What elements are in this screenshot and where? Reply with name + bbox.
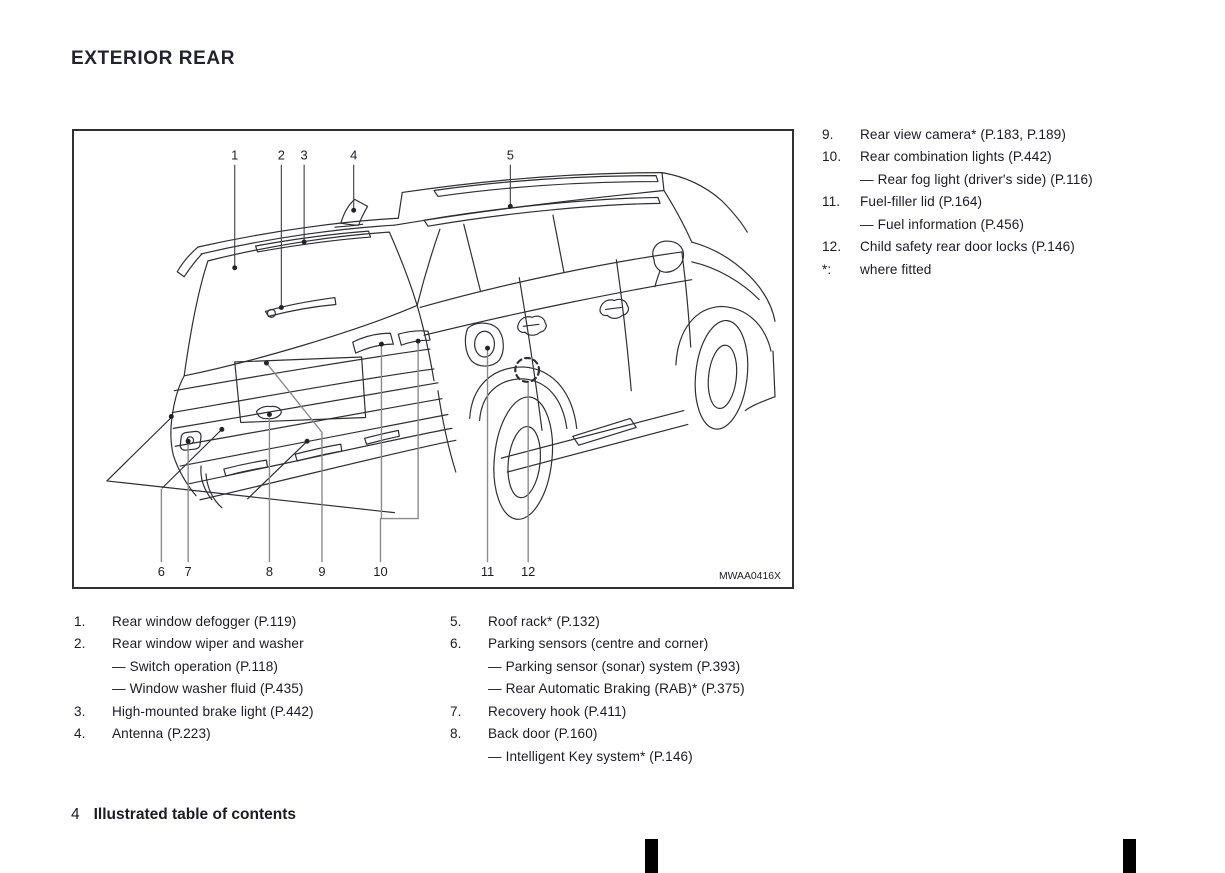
vehicle-illustration: 1 2 3 4 5 6 7 8 9 10 11 12 MWAA0416X [106, 148, 781, 582]
legend-subitem: — Rear fog light (driver's side) (P.116) [860, 171, 1093, 187]
legend-item-number: *: [822, 261, 832, 277]
legend-item-number: 9. [822, 127, 834, 142]
legend-item-number: 7. [450, 703, 462, 719]
legend-column-left: 1. Rear window defogger (P.119) 2. Rear win… [74, 611, 444, 746]
legend-item: 7. Recovery hook (P.411) [450, 701, 820, 723]
callout-number-3: 3 [301, 148, 308, 163]
figure-code: MWAA0416X [719, 571, 781, 582]
legend-item: 4. Antenna (P.223) [74, 723, 444, 745]
legend-item-number: 11. [822, 194, 841, 210]
legend-item-text: Rear combination lights (P.442) [860, 149, 1052, 165]
legend-column-middle: 5. Roof rack* (P.132) 6. Parking sensors (c… [450, 611, 820, 768]
legend-item: *: where fitted [822, 259, 1222, 281]
legend-item: 12. Child safety rear door locks (P.146) [822, 236, 1222, 258]
legend-item: 2. Rear window wiper and washer [74, 633, 444, 655]
legend-item-text: where fitted [860, 261, 932, 277]
legend-subitem: — Window washer fluid (P.435) [112, 681, 304, 697]
legend-item-text: Back door (P.160) [488, 726, 598, 742]
footer-page-number: 4 [71, 806, 80, 823]
legend-item-text: Parking sensors (centre and corner) [488, 636, 709, 652]
callout-number-4: 4 [350, 148, 357, 163]
legend-item: 9. Rear view camera* (P.183, P.189) [822, 124, 1222, 146]
callout-number-1: 1 [231, 148, 238, 163]
legend-item-number: 6. [450, 636, 462, 652]
legend-item-number: 5. [450, 614, 462, 629]
callout-number-5: 5 [507, 148, 514, 163]
legend-item-number: 12. [822, 239, 842, 255]
legend-item: 1. Rear window defogger (P.119) [74, 611, 444, 633]
legend-item-number: 4. [74, 726, 86, 742]
legend-item: 3. High-mounted brake light (P.442) [74, 701, 444, 723]
legend-item-number: 3. [74, 703, 86, 719]
legend-item-text: Rear view camera* (P.183, P.189) [860, 127, 1066, 142]
diagram-box: 1 2 3 4 5 6 7 8 9 10 11 12 MWAA0416X [72, 129, 794, 589]
print-mark-left [645, 839, 658, 873]
legend-item-text: Child safety rear door locks (P.146) [860, 239, 1075, 255]
legend-item-text: Recovery hook (P.411) [488, 703, 627, 719]
legend-item: 8. Back door (P.160) [450, 723, 820, 745]
callout-number-9: 9 [318, 564, 325, 579]
print-mark-right [1123, 839, 1136, 873]
legend-item-text: Roof rack* (P.132) [488, 614, 600, 629]
legend-subitem: — Rear Automatic Braking (RAB)* (P.375) [488, 681, 745, 697]
page-title: EXTERIOR REAR [71, 48, 236, 69]
legend-item: 6. Parking sensors (centre and corner) [450, 633, 820, 655]
legend-item: 5. Roof rack* (P.132) [450, 611, 820, 633]
footer-section-title: Illustrated table of contents [93, 806, 297, 823]
callout-number-7: 7 [185, 564, 192, 579]
legend-item-number: 8. [450, 726, 462, 742]
callout-number-6: 6 [158, 564, 165, 579]
legend-subitem: — Fuel information (P.456) [860, 216, 1025, 232]
callout-number-2: 2 [278, 148, 285, 163]
legend-item-text: Rear window wiper and washer [112, 636, 304, 652]
page-footer: 4 Illustrated table of contents [71, 806, 296, 824]
legend-item-text: Fuel-filler lid (P.164) [860, 194, 983, 210]
callout-number-8: 8 [266, 564, 273, 579]
legend-column-right: 9. Rear view camera* (P.183, P.189) 10. Rea… [822, 124, 1222, 281]
legend-subitem: — Parking sensor (sonar) system (P.393) [488, 658, 741, 674]
callout-number-12: 12 [521, 564, 535, 579]
callout-number-10: 10 [373, 564, 387, 579]
legend-item-number: 10. [822, 149, 842, 165]
legend-item: 11. Fuel-filler lid (P.164) [822, 191, 1222, 213]
legend-item-number: 1. [74, 614, 86, 629]
legend-subitem: — Intelligent Key system* (P.146) [488, 748, 693, 764]
legend-item-text: Rear window defogger (P.119) [112, 614, 297, 629]
callout-number-11: 11 [481, 564, 494, 579]
legend-subitem: — Switch operation (P.118) [112, 658, 279, 674]
legend-item-text: High-mounted brake light (P.442) [112, 703, 314, 719]
legend-item-text: Antenna (P.223) [112, 726, 211, 742]
legend-item-number: 2. [74, 636, 86, 652]
legend-item: 10. Rear combination lights (P.442) [822, 146, 1222, 168]
